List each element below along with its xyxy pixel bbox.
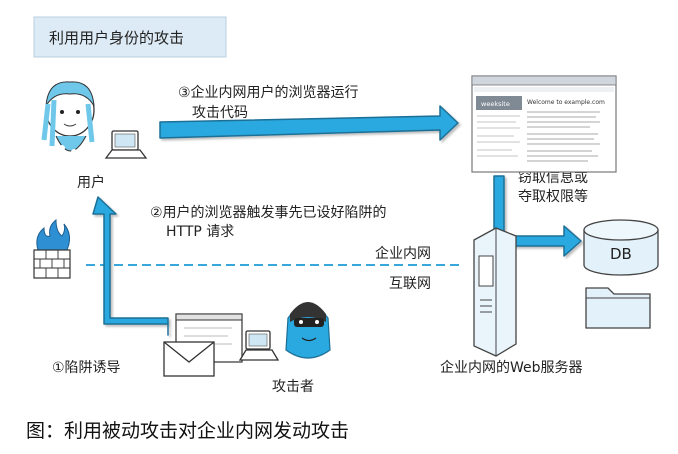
database-icon: DB	[583, 219, 659, 276]
internet-label: 互联网	[389, 276, 431, 292]
firewall-icon	[33, 218, 71, 279]
browser-welcome-text: Welcome to example.com	[527, 99, 605, 106]
intranet-label: 企业内网	[375, 245, 431, 262]
step1-text: ①陷阱诱导	[52, 360, 121, 376]
db-label: DB	[610, 245, 632, 263]
attacker-label: 攻击者	[272, 379, 314, 395]
step2-text-line1: ②用户的浏览器触发事先已设好陷阱的	[150, 204, 387, 221]
trap-email-icon	[163, 341, 215, 377]
browser-window-icon: weeksite Welcome to example.com	[471, 75, 617, 173]
browser-site-text: weeksite	[481, 100, 510, 108]
user-figure-icon	[41, 81, 95, 155]
user-label: 用户	[77, 174, 105, 191]
step3-text-line1: ③企业内网用户的浏览器运行	[178, 84, 359, 101]
folder-icon	[585, 287, 651, 329]
step2-text-line2: HTTP 请求	[166, 224, 234, 240]
step3-arrow	[159, 105, 459, 141]
steal-text-line2: 夺取权限等	[518, 188, 588, 205]
title-box: 利用用户身份的攻击	[33, 16, 227, 58]
attacker-laptop-icon	[238, 330, 280, 361]
figure-caption: 图：利用被动攻击对企业内网发动攻击	[26, 420, 350, 442]
web-server-icon	[473, 227, 517, 357]
title-text: 利用用户身份的攻击	[49, 29, 184, 47]
attacker-figure-icon	[285, 302, 331, 359]
steal-text-line1: 窃取信息或	[518, 169, 588, 186]
web-server-label: 企业内网的Web服务器	[440, 359, 583, 376]
step3-text-line2: 攻击代码	[192, 105, 248, 121]
user-laptop-icon	[104, 130, 148, 159]
step1-arrow	[92, 196, 169, 336]
